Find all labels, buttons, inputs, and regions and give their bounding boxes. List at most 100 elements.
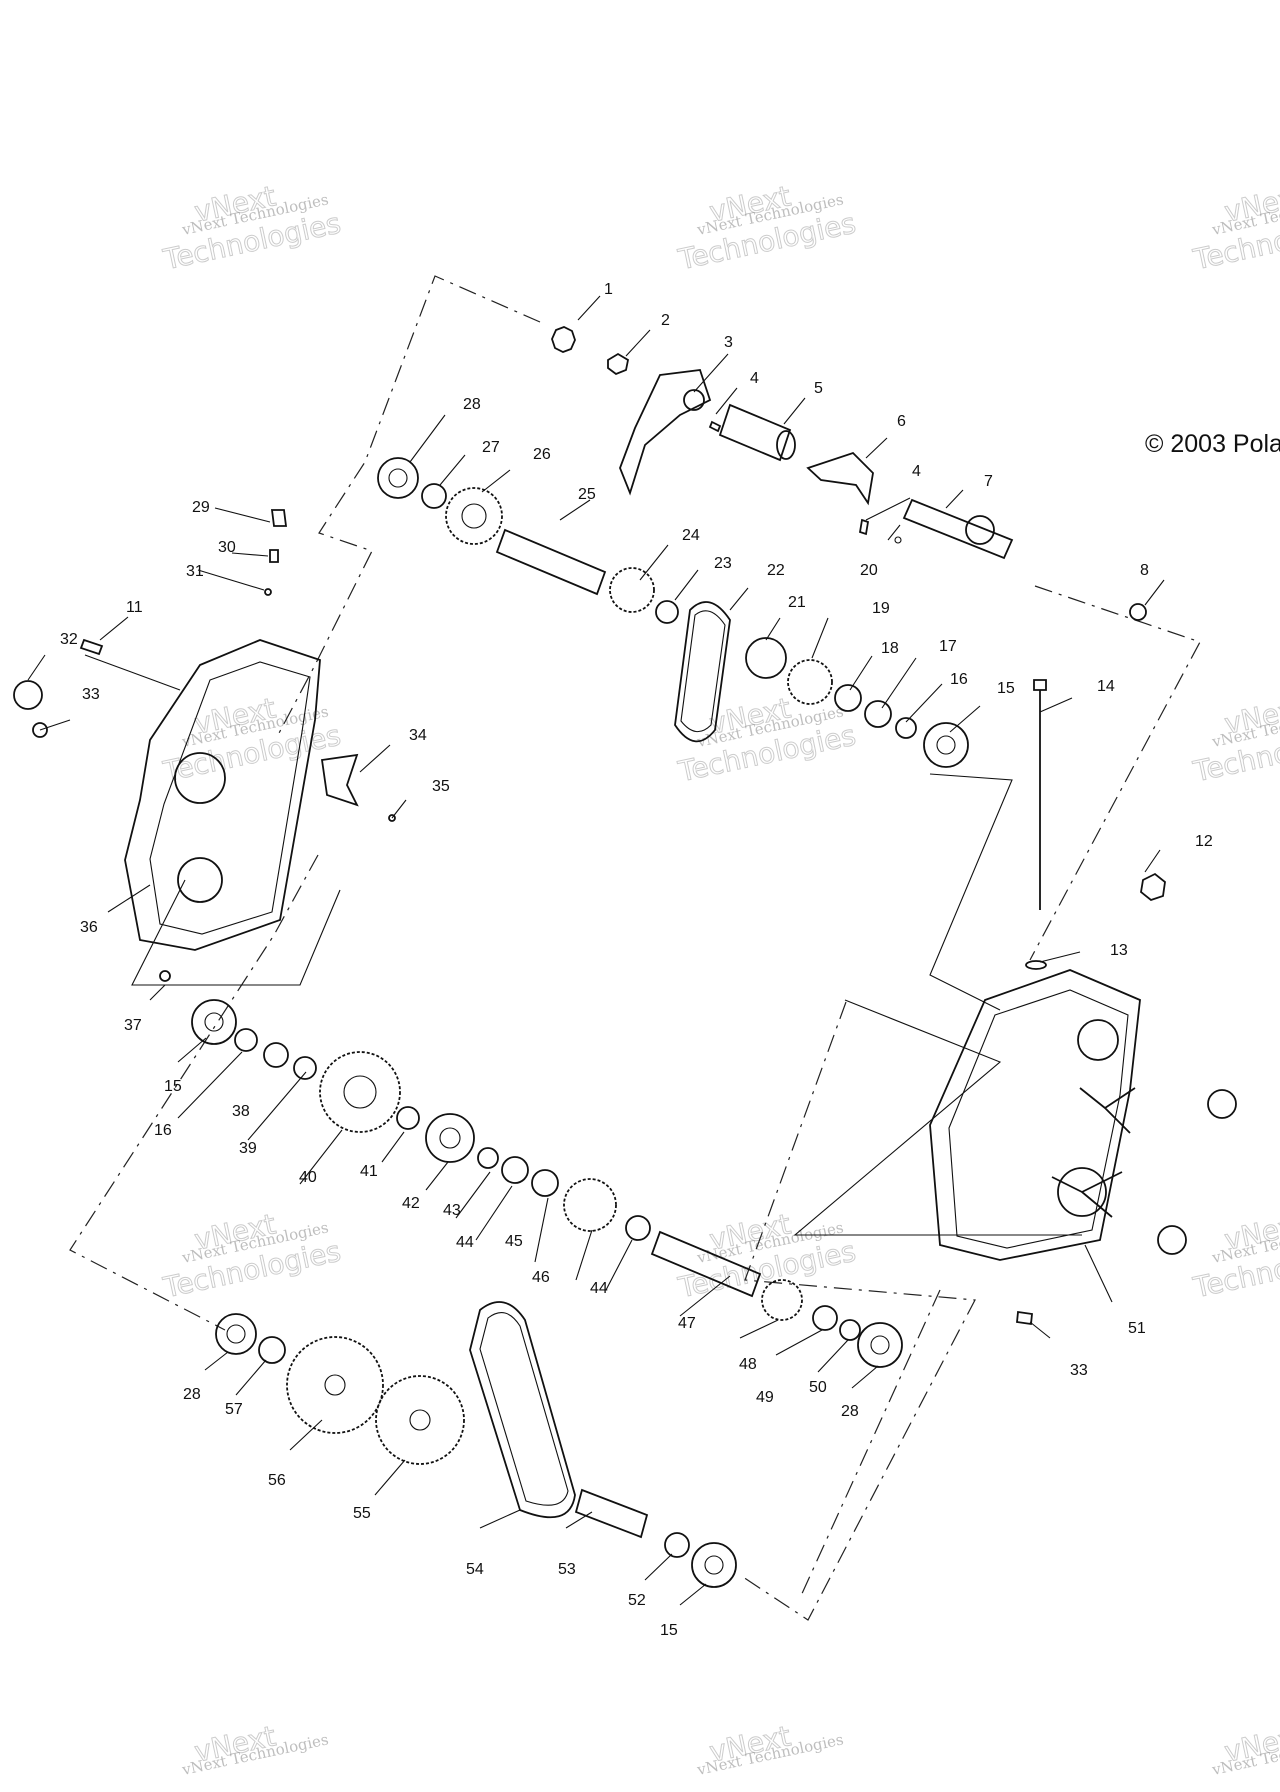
dipstick-part-14 (1033, 679, 1047, 910)
left-case-upper-boss (174, 752, 226, 804)
shaft-part-7 (902, 498, 1014, 560)
snap-ring-part-16 (895, 717, 917, 739)
gear-part-46 (563, 1178, 617, 1232)
watermark: vNext vNext Technologies Technologies (674, 691, 859, 789)
bolt-part-2 (607, 352, 630, 376)
callout-15: 15 (997, 680, 1015, 697)
callout-55: 55 (353, 1505, 371, 1522)
callout-46: 46 (532, 1269, 550, 1286)
dowel-part-32 (79, 638, 104, 656)
gear-part-26 (445, 487, 503, 545)
washer-part-18 (834, 684, 862, 712)
seal-part (13, 680, 43, 710)
center-lower-outline (799, 1289, 941, 1599)
callout-54: 54 (466, 1561, 484, 1578)
shaft-part-53 (574, 1488, 649, 1539)
callout-43: 43 (443, 1202, 461, 1219)
snap-ring-part-50 (839, 1319, 861, 1341)
shift-fork-hub (683, 389, 705, 411)
watermark: vNext vNext Technologies Technologies (1189, 691, 1280, 789)
callout-labels: 1 2 3 4 5 6 4 7 8 28 27 26 25 24 23 22 2… (60, 281, 1213, 1639)
bearing-part-28 (377, 457, 419, 499)
plug-part-33b (1016, 1310, 1033, 1326)
callout-51: 51 (1128, 1320, 1146, 1337)
callout-28: 28 (463, 396, 481, 413)
screw-part-35 (388, 814, 396, 822)
washer-part-43 (477, 1147, 499, 1169)
sprocket-part-21 (745, 637, 787, 679)
washer-part-45 (531, 1169, 559, 1197)
left-case-half (13, 509, 396, 982)
dowel-part-37 (159, 970, 171, 982)
callout-27: 27 (482, 439, 500, 456)
callout-40: 40 (299, 1169, 317, 1186)
bearing-part-15b (191, 999, 237, 1045)
callout-2: 2 (661, 312, 670, 329)
upper-shaft-outline (277, 275, 541, 736)
shift-fork-part-6 (806, 451, 874, 506)
callout-29: 29 (192, 499, 210, 516)
seal-upper (1207, 1089, 1237, 1119)
callout-21: 21 (788, 594, 806, 611)
right-case-inner (948, 989, 1129, 1249)
clip-part-20 (894, 536, 902, 544)
upper-right-outline (1029, 585, 1201, 961)
o-ring-part-13 (1025, 960, 1047, 970)
clutch-part-42 (425, 1113, 475, 1163)
watermark: vNext vNext Technologies Technologies (674, 1207, 859, 1305)
chain-part-22 (674, 601, 731, 743)
pin-part-4 (708, 420, 722, 433)
right-case-body-51 (929, 969, 1141, 1261)
bearing-part-15 (923, 722, 969, 768)
case-link-line (929, 773, 1013, 1011)
cap-part-12 (1140, 872, 1166, 902)
callout-47: 47 (678, 1315, 696, 1332)
watermark: vNext vNext Technologies Technologies (1189, 179, 1280, 277)
rib-web (1051, 1087, 1136, 1218)
callout-19: 19 (872, 600, 890, 617)
gear-part-55-hub (409, 1409, 431, 1431)
callout-26: 26 (533, 446, 551, 463)
washer-part-52 (664, 1532, 690, 1558)
shaft-collar (965, 515, 995, 545)
washer-part-49 (812, 1305, 838, 1331)
bearing-part-28b (857, 1322, 903, 1368)
callout-28b: 28 (841, 1403, 859, 1420)
shift-fork-part-3 (619, 369, 712, 496)
callout-49: 49 (756, 1389, 774, 1406)
callout-52: 52 (628, 1592, 646, 1609)
lower-left-outline (69, 854, 319, 1331)
plug-part-29 (270, 509, 288, 527)
callout-12: 12 (1195, 833, 1213, 850)
callout-24: 24 (682, 527, 700, 544)
gear-part-19 (787, 659, 833, 705)
upper-shaft-parts (377, 326, 1147, 768)
callout-48: 48 (739, 1356, 757, 1373)
callout-15b: 15 (164, 1078, 182, 1095)
bearing-part-28c-bore (226, 1324, 246, 1344)
callout-28c: 28 (183, 1386, 201, 1403)
chain-part-54 (469, 1301, 576, 1519)
callout-31: 31 (186, 563, 204, 580)
left-case-bearing-boss (177, 857, 223, 903)
washer-part-41 (396, 1106, 420, 1130)
right-case-lower-boss (1057, 1167, 1107, 1217)
leader-line (27, 295, 1165, 1606)
callout-16b: 16 (154, 1122, 172, 1139)
case-link-line (131, 879, 341, 986)
watermark: vNext vNext Technologies Technologies (1189, 1207, 1280, 1305)
chain-part-22-inner (680, 610, 726, 733)
case-link-line (793, 999, 1082, 1236)
right-case-upper-boss (1077, 1019, 1119, 1061)
callout-34: 34 (409, 727, 427, 744)
washer-part-44 (501, 1156, 529, 1184)
spring-part-30 (269, 549, 279, 563)
callout-44: 44 (456, 1234, 474, 1251)
washer-part-38 (263, 1042, 289, 1068)
callout-32: 32 (60, 631, 78, 648)
callout-7: 7 (984, 473, 993, 490)
callout-38: 38 (232, 1103, 250, 1120)
watermark: vNext vNext Technologies Technologies (674, 179, 859, 277)
gear-part-40-hub (343, 1075, 377, 1109)
callout-45: 45 (505, 1233, 523, 1250)
